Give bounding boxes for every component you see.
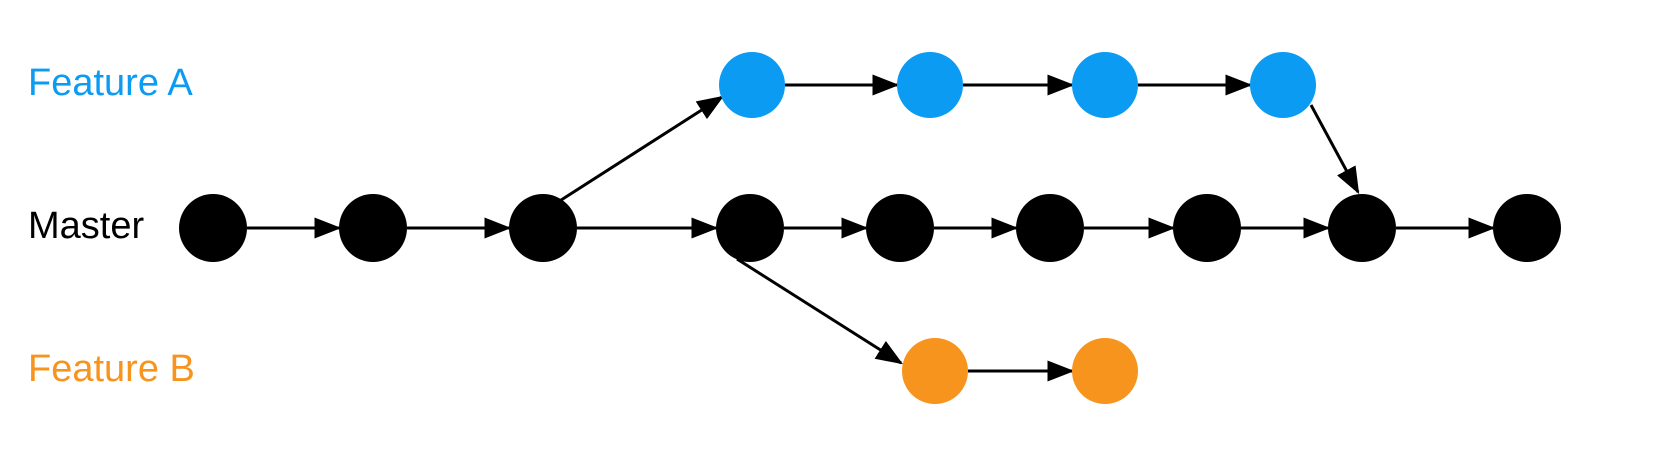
commit-node-feature-a-1[interactable] xyxy=(719,52,785,118)
nodes-group xyxy=(179,52,1561,404)
edge-branch xyxy=(736,257,904,365)
edges-group xyxy=(247,74,1496,382)
commit-node-master-2[interactable] xyxy=(339,194,407,262)
commit-node-feature-b-1[interactable] xyxy=(902,338,968,404)
commit-node-master-7[interactable] xyxy=(1173,194,1241,262)
edge-branch xyxy=(557,95,725,204)
edge-merge xyxy=(1309,104,1360,195)
commit-node-master-9[interactable] xyxy=(1493,194,1561,262)
commit-node-master-1[interactable] xyxy=(179,194,247,262)
commit-node-master-4[interactable] xyxy=(716,194,784,262)
commit-node-feature-a-2[interactable] xyxy=(897,52,963,118)
commit-node-master-8[interactable] xyxy=(1328,194,1396,262)
commit-node-feature-a-4[interactable] xyxy=(1250,52,1316,118)
lane-label-master: Master xyxy=(28,205,144,247)
commit-node-master-5[interactable] xyxy=(866,194,934,262)
commit-node-master-3[interactable] xyxy=(509,194,577,262)
commit-node-feature-a-3[interactable] xyxy=(1072,52,1138,118)
commit-node-master-6[interactable] xyxy=(1016,194,1084,262)
lane-label-feature-b: Feature B xyxy=(28,348,195,390)
lane-label-feature-a: Feature A xyxy=(28,62,193,104)
commit-node-feature-b-2[interactable] xyxy=(1072,338,1138,404)
